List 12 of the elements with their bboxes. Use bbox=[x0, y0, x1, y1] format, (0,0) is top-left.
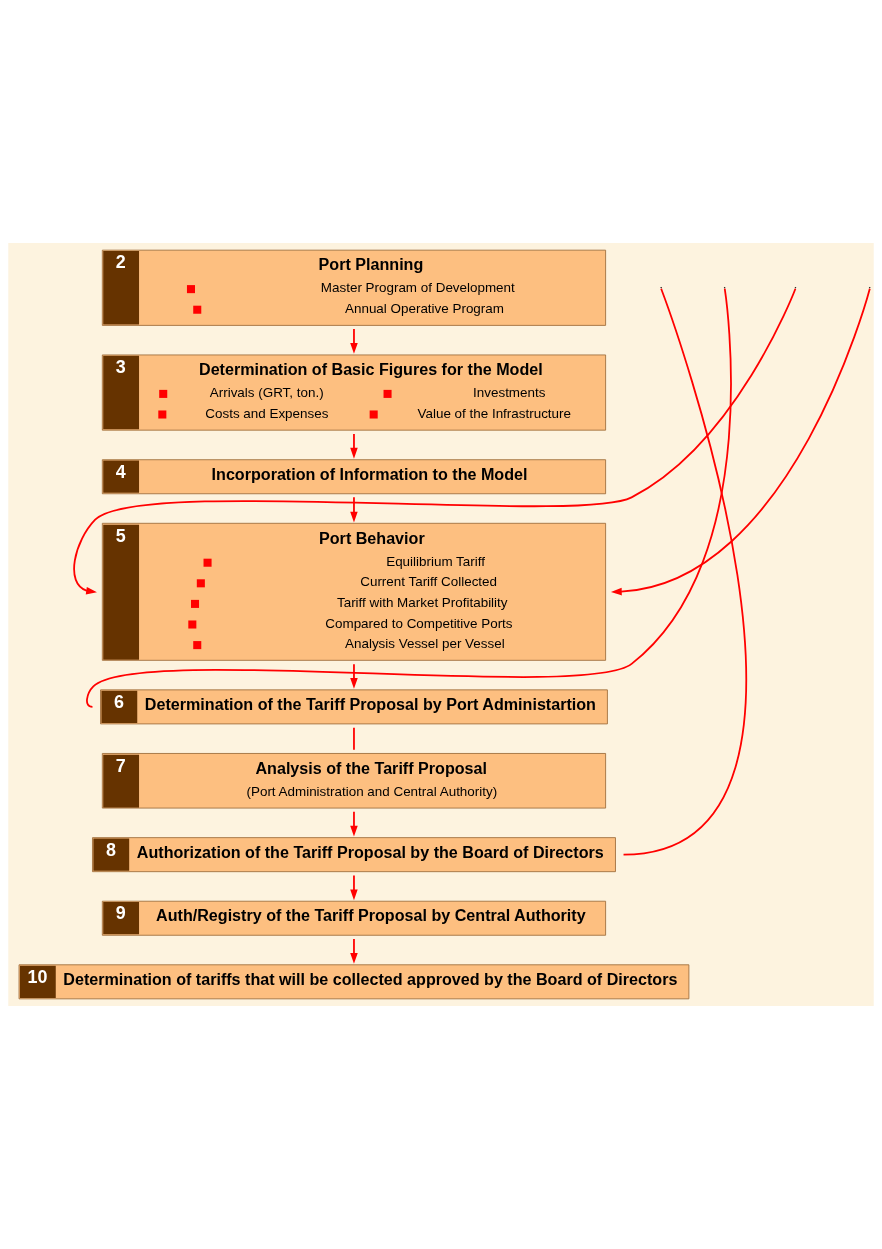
arrow bbox=[350, 874, 358, 901]
arrow bbox=[350, 433, 358, 459]
arrow bbox=[350, 496, 358, 523]
connector bbox=[622, 287, 747, 856]
arrow bbox=[350, 328, 358, 354]
connector bbox=[353, 726, 355, 751]
arrow bbox=[610, 287, 871, 596]
arrow bbox=[350, 663, 358, 689]
arrow bbox=[350, 810, 358, 837]
arrow bbox=[350, 938, 358, 964]
arrow bbox=[73, 287, 797, 595]
connector bbox=[86, 287, 732, 708]
